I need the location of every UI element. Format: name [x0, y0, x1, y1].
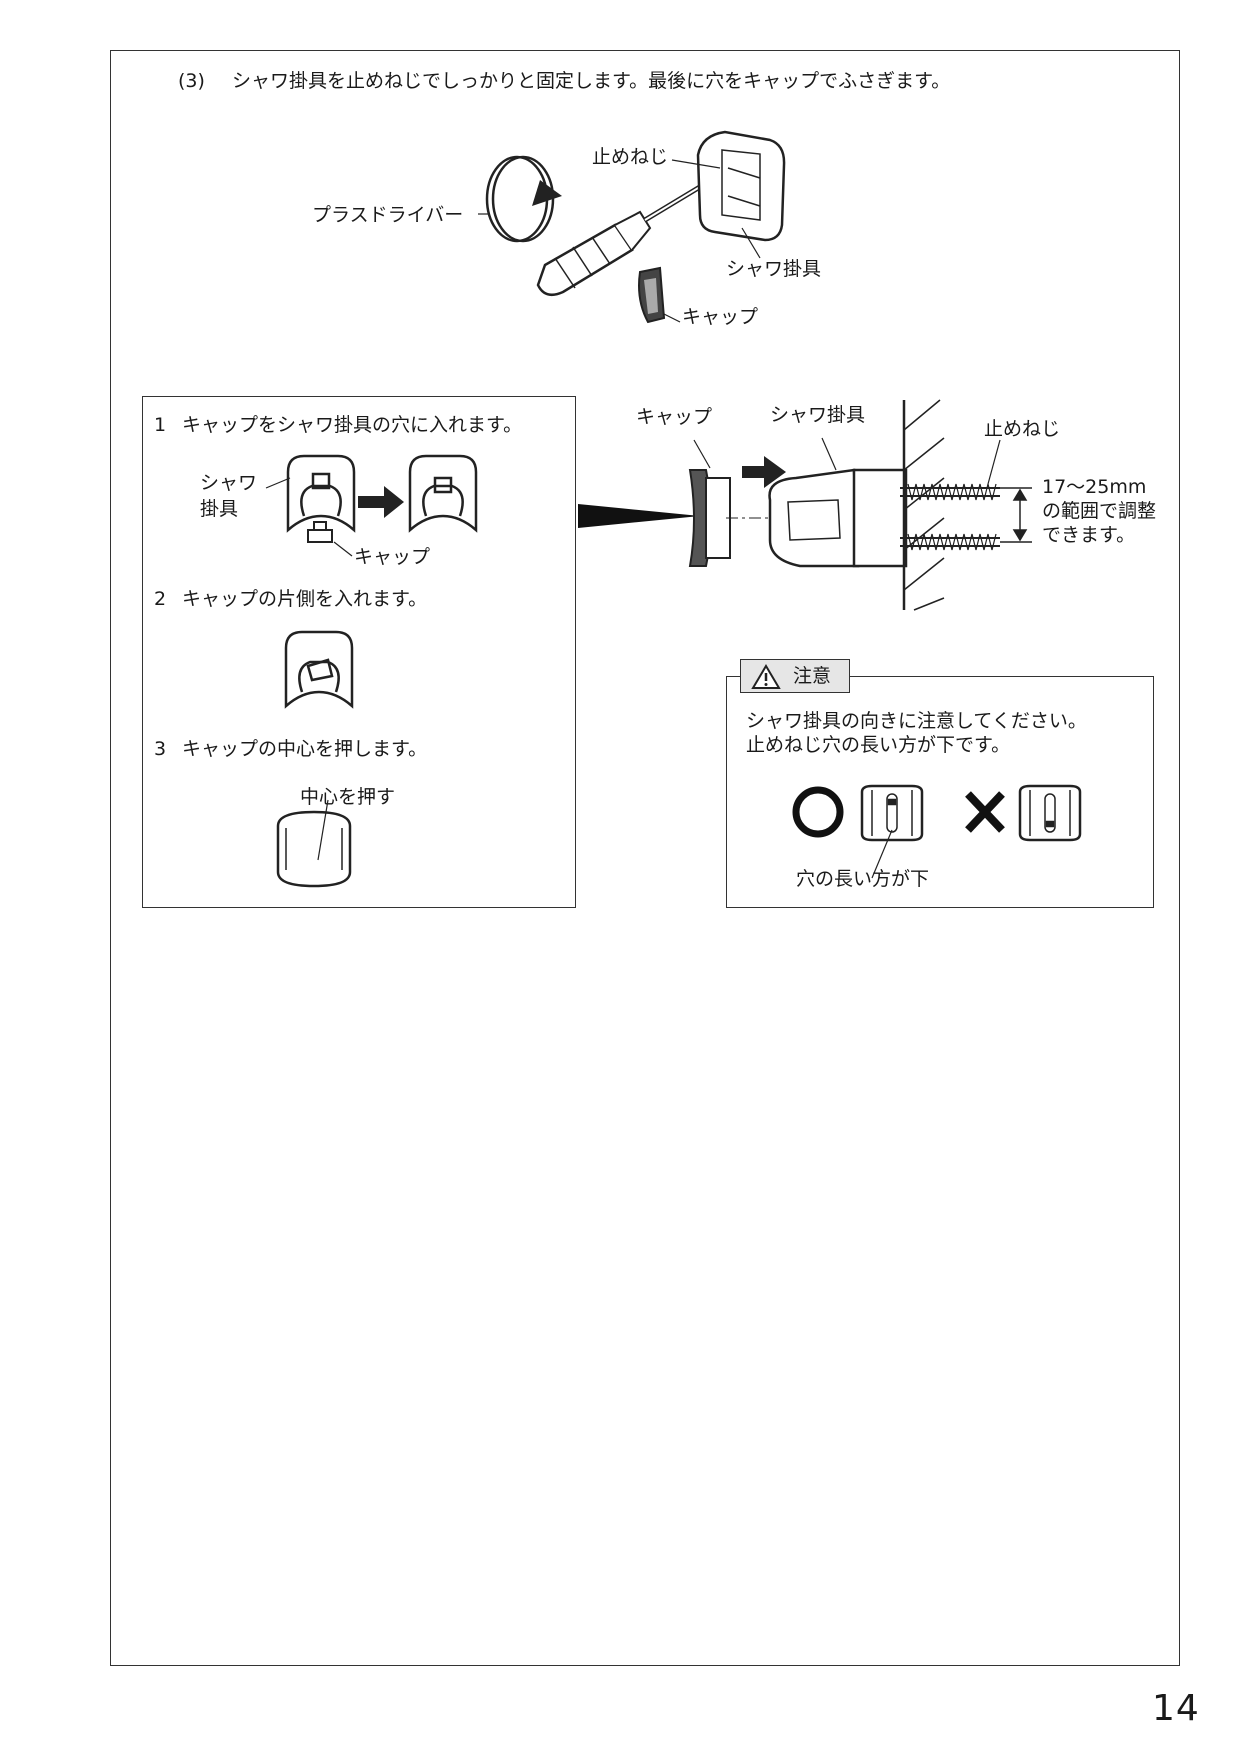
warning-triangle-icon	[751, 664, 781, 689]
cap-icon	[638, 266, 666, 324]
caution-tag: 注意	[740, 659, 850, 693]
step-instruction: シャワ掛具を止めねじでしっかりと固定します。最後に穴をキャップでふさぎます。	[232, 70, 951, 92]
cap-small-icon	[307, 521, 333, 543]
page-frame	[110, 50, 1180, 1666]
step1-text: キャップをシャワ掛具の穴に入れます。	[182, 414, 523, 436]
range-line2: の範囲で調整	[1042, 500, 1157, 522]
dimension-arrow-icon	[1000, 487, 1032, 543]
label-long-side-down: 穴の長い方が下	[796, 868, 930, 890]
caution-line2: 止めねじ穴の長い方が下です。	[746, 734, 1011, 756]
wrong-cross-icon	[965, 791, 1005, 833]
label-screw: 止めねじ	[592, 146, 669, 168]
screwdriver-icon	[536, 167, 730, 297]
cap-steps-box	[142, 396, 576, 908]
caution-title: 注意	[793, 665, 832, 687]
arrow-right-icon-2	[742, 456, 786, 488]
cap-cylinder-icon	[276, 799, 352, 888]
label-screwdriver: プラスドライバー	[312, 204, 464, 226]
holder-wrong-orientation-icon	[1018, 784, 1082, 842]
label-cap: キャップ	[682, 306, 759, 328]
range-line1: 17〜25mm	[1042, 476, 1147, 498]
side-label-screw: 止めねじ	[984, 418, 1061, 440]
pointer-wedge	[578, 504, 700, 528]
side-label-cap: キャップ	[636, 406, 713, 428]
holder-side-icon	[768, 468, 908, 568]
side-label-holder: シャワ掛具	[770, 404, 866, 426]
step1-label-holder-2: 掛具	[200, 498, 239, 520]
step3-number: 3	[154, 738, 167, 760]
wall-hatch-icon	[902, 399, 945, 611]
caution-line1: シャワ掛具の向きに注意してください。	[746, 710, 1087, 732]
step3-label-push: 中心を押す	[300, 786, 396, 808]
step2-number: 2	[154, 588, 167, 610]
step1-number: 1	[154, 414, 167, 436]
label-holder: シャワ掛具	[726, 258, 822, 280]
holder-correct-orientation-icon	[860, 784, 924, 842]
caution-box	[726, 676, 1154, 908]
step1-label-cap: キャップ	[354, 546, 431, 568]
holder-front-icon	[286, 454, 356, 533]
arrow-right-icon	[358, 486, 404, 518]
page-number: 14	[1152, 1688, 1200, 1729]
step-number: (3)	[178, 70, 205, 92]
step2-text: キャップの片側を入れます。	[182, 588, 428, 610]
holder-with-cap-icon	[408, 454, 478, 533]
step3-text: キャップの中心を押します。	[182, 738, 428, 760]
holder-cap-one-side-icon	[284, 630, 354, 709]
screw-icon	[900, 483, 1000, 551]
step1-label-holder-1: シャワ	[200, 472, 258, 494]
shower-holder-icon	[696, 130, 786, 242]
correct-circle-icon	[792, 786, 844, 838]
range-line3: できます。	[1042, 524, 1136, 546]
